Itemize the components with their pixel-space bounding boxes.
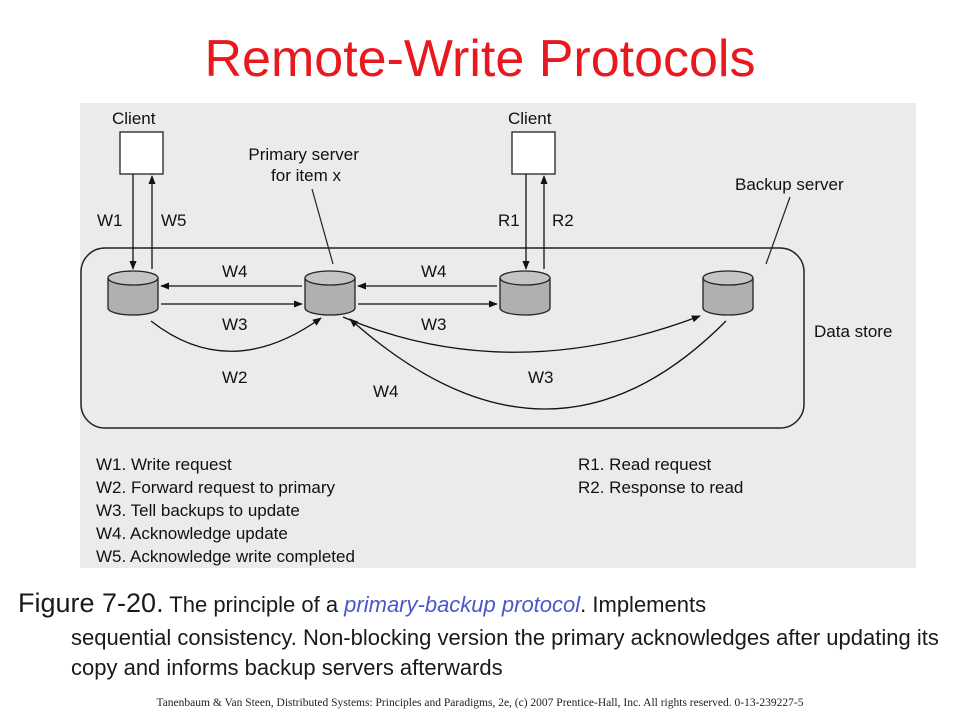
legend-w1: W1. Write request (96, 455, 232, 474)
caption-continuation: sequential consistency. Non-blocking ver… (71, 625, 939, 680)
figure-caption: Figure 7-20. The principle of a primary-… (18, 588, 948, 683)
disk-backup-left (107, 270, 159, 316)
copyright-notice: Tanenbaum & Van Steen, Distributed Syste… (156, 697, 804, 709)
primary-label-line2: for item x (271, 166, 341, 185)
backup-server-label: Backup server (735, 175, 844, 194)
slide-title: Remote-Write Protocols (204, 30, 756, 88)
label-w3-left: W3 (222, 315, 248, 334)
label-w5: W5 (161, 211, 187, 230)
primary-label-line1: Primary server (248, 145, 359, 164)
arrow-w2 (150, 317, 322, 352)
data-store-region (80, 247, 805, 429)
label-w3-curve: W3 (528, 368, 554, 387)
legend-r2: R2. Response to read (578, 478, 743, 497)
disk-backup-right (702, 270, 754, 316)
legend-w2: W2. Forward request to primary (96, 478, 336, 497)
figure-label: Figure 7-20. (18, 588, 164, 618)
remote-write-diagram: Client Client Primary server for item x … (80, 109, 892, 566)
caption-highlight: primary-backup protocol (344, 592, 581, 617)
caption-first-line: Figure 7-20. The principle of a primary-… (18, 588, 948, 623)
disk-backup-middle (499, 270, 551, 316)
label-w4-right: W4 (421, 262, 447, 281)
client-left-label: Client (112, 109, 156, 128)
figure-panel: Client Client Primary server for item x … (80, 103, 916, 568)
legend-w4: W4. Acknowledge update (96, 524, 288, 543)
label-r1: R1 (498, 211, 520, 230)
legend-left: W1. Write request W2. Forward request to… (96, 455, 355, 566)
legend-w5: W5. Acknowledge write completed (96, 547, 355, 566)
legend-r1: R1. Read request (578, 455, 712, 474)
arrow-w3-curve (342, 315, 701, 353)
arrow-w4-curve (349, 318, 727, 410)
client-right-label: Client (508, 109, 552, 128)
label-w1: W1 (97, 211, 123, 230)
caption-text-before: The principle of a (163, 592, 345, 617)
label-w4-left: W4 (222, 262, 248, 281)
backup-pointer-line (765, 196, 791, 265)
disk-primary (304, 270, 356, 316)
label-w2: W2 (222, 368, 248, 387)
client-right-box (511, 131, 556, 175)
legend-right: R1. Read request R2. Response to read (578, 455, 743, 497)
label-w4-curve: W4 (373, 382, 399, 401)
legend-w3: W3. Tell backups to update (96, 501, 300, 520)
client-left-box (119, 131, 164, 175)
primary-server-label: Primary server for item x (248, 145, 363, 185)
caption-text-after: . Implements (580, 592, 707, 617)
data-store-label: Data store (814, 322, 892, 341)
label-r2: R2 (552, 211, 574, 230)
primary-pointer-line (311, 188, 334, 265)
label-w3-right: W3 (421, 315, 447, 334)
